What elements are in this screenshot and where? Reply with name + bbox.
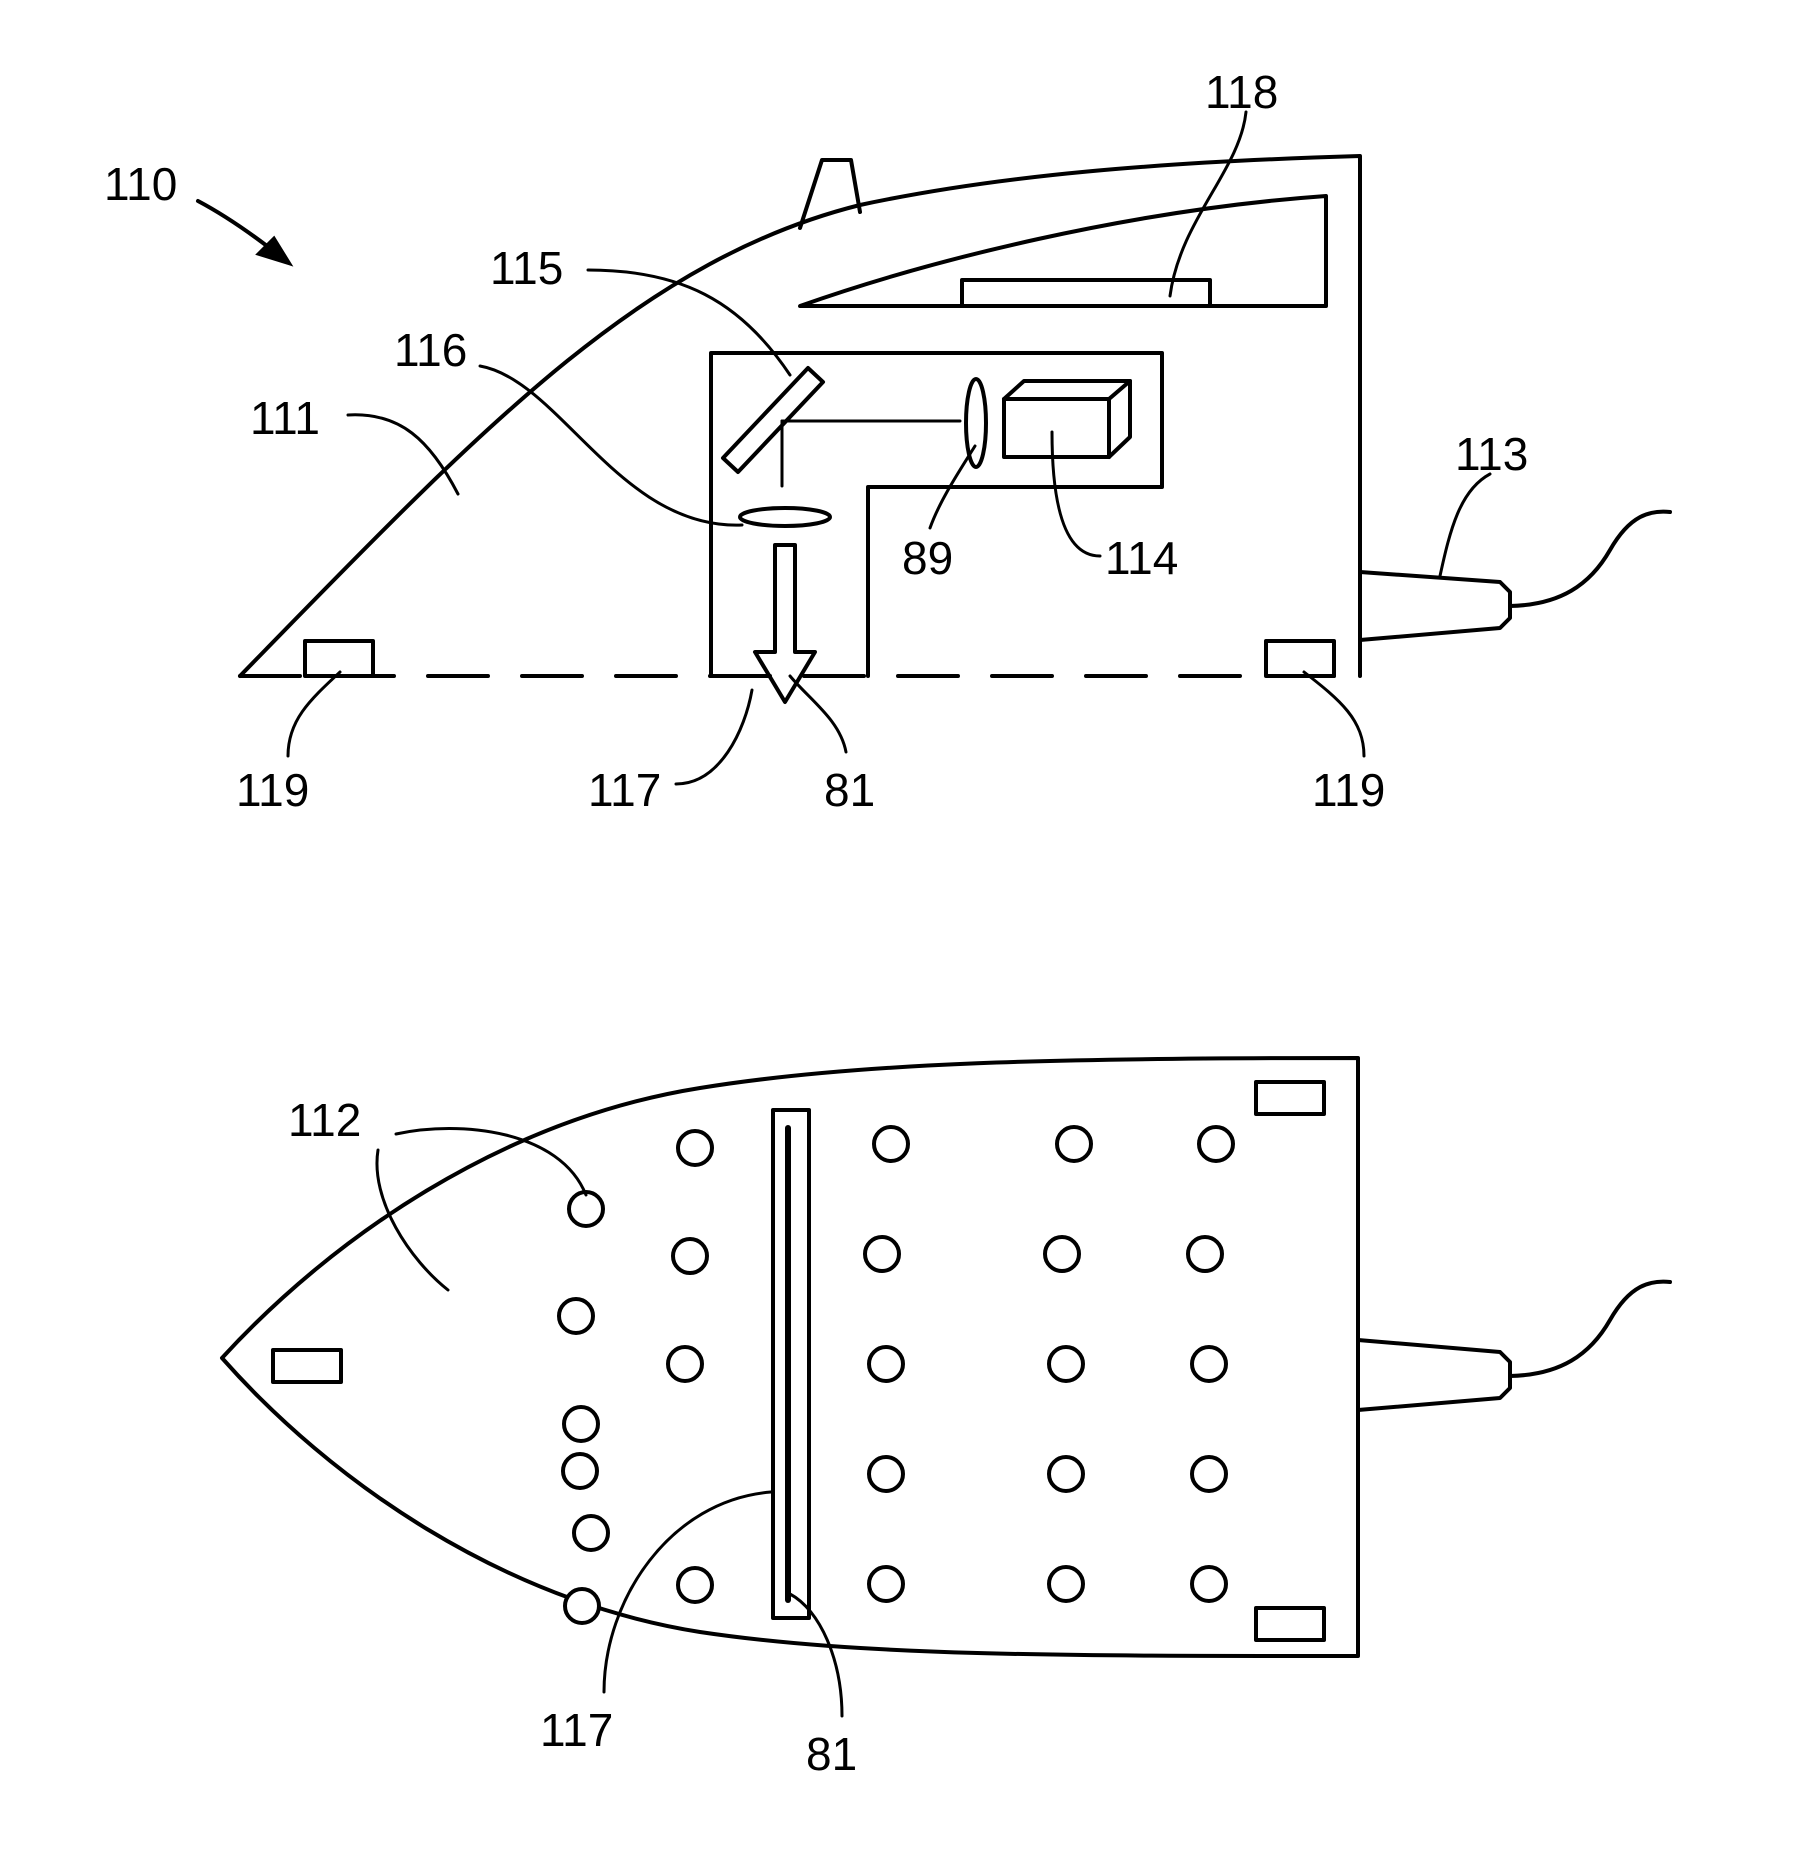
label-119-right: 119 <box>1312 764 1385 816</box>
label-117-top: 117 <box>588 764 661 816</box>
leader-117-top <box>676 690 752 784</box>
lens-116 <box>740 508 830 526</box>
steam-hole-6 <box>564 1407 598 1441</box>
cord-bottom <box>1510 1282 1670 1376</box>
sensor-pad-rear-top <box>1256 1082 1324 1114</box>
label-110: 110 <box>104 158 177 210</box>
steam-hole-10 <box>678 1568 712 1602</box>
cord-side <box>1510 512 1670 606</box>
steam-hole-22 <box>1192 1457 1226 1491</box>
label-89: 89 <box>902 532 953 584</box>
steam-hole-3 <box>673 1239 707 1273</box>
iron-housing-side <box>240 156 1360 676</box>
reference-numerals: 110 118 115 116 111 113 89 114 119 117 8… <box>104 66 1528 1780</box>
leader-112-b <box>396 1128 586 1195</box>
steam-hole-13 <box>1199 1127 1233 1161</box>
label-113: 113 <box>1455 428 1528 480</box>
leader-119-right <box>1304 672 1364 756</box>
bottom-view <box>222 1058 1670 1656</box>
leader-112-a <box>377 1150 448 1290</box>
cord-plug-side <box>1360 572 1510 640</box>
label-114: 114 <box>1105 532 1178 584</box>
sensor-119-right <box>1266 641 1334 676</box>
steam-hole-11 <box>874 1127 908 1161</box>
steam-hole-18 <box>1049 1347 1083 1381</box>
sensor-119-left <box>305 641 373 676</box>
sensor-pad-front <box>273 1350 341 1382</box>
label-115: 115 <box>490 242 563 294</box>
steam-hole-12 <box>1057 1127 1091 1161</box>
label-116: 116 <box>394 324 467 376</box>
steam-hole-20 <box>869 1457 903 1491</box>
laser-source-114 <box>1004 381 1130 457</box>
steam-hole-14 <box>865 1237 899 1271</box>
steam-hole-7 <box>563 1454 597 1488</box>
handle-knob <box>800 160 860 228</box>
steam-hole-8 <box>574 1516 608 1550</box>
steam-hole-23 <box>869 1567 903 1601</box>
label-118: 118 <box>1205 66 1278 118</box>
steam-hole-17 <box>869 1347 903 1381</box>
steam-hole-4 <box>559 1299 593 1333</box>
label-81-top: 81 <box>824 764 875 816</box>
steam-hole-16 <box>1188 1237 1222 1271</box>
steam-hole-19 <box>1192 1347 1226 1381</box>
steam-hole-5 <box>668 1347 702 1381</box>
label-111: 111 <box>250 392 320 444</box>
steam-hole-24 <box>1049 1567 1083 1601</box>
label-81-bottom: 81 <box>806 1728 857 1780</box>
steam-hole-15 <box>1045 1237 1079 1271</box>
leader-111 <box>348 415 458 494</box>
steam-hole-25 <box>1192 1567 1226 1601</box>
label-112: 112 <box>288 1094 361 1146</box>
leader-116 <box>480 366 742 525</box>
leader-119-left <box>288 672 340 756</box>
leader-81-top <box>790 676 846 752</box>
label-119-left: 119 <box>236 764 309 816</box>
cord-plug-bottom <box>1358 1340 1510 1410</box>
laser-arrow-81 <box>755 545 815 702</box>
steam-hole-9 <box>565 1589 599 1623</box>
steam-hole-21 <box>1049 1457 1083 1491</box>
steam-hole-1 <box>678 1131 712 1165</box>
leader-113 <box>1440 474 1490 576</box>
sensor-pad-rear-bottom <box>1256 1608 1324 1640</box>
steam-hole-2 <box>569 1192 603 1226</box>
label-117-bottom: 117 <box>540 1704 613 1756</box>
